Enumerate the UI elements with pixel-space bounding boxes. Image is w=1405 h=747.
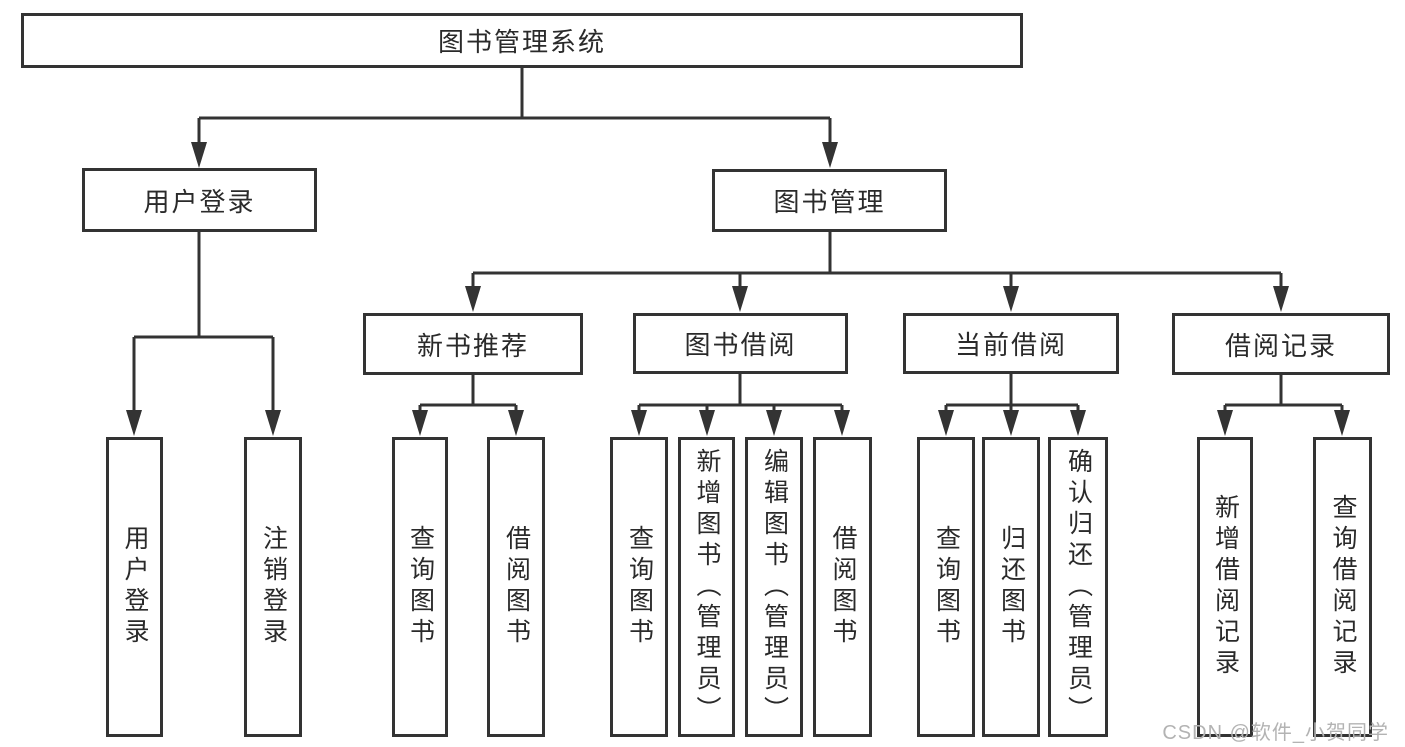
- arrow-down-icon: [732, 286, 748, 312]
- arrow-down-icon: [1273, 286, 1289, 312]
- arrow-down-icon: [938, 410, 954, 436]
- leaf-label: 编辑图书（管理员）: [760, 447, 789, 727]
- leaf-logout-login: 注销登录: [244, 437, 302, 737]
- arrowheads: [126, 142, 1350, 436]
- leaf-borrow-edit-books-admin: 编辑图书（管理员）: [745, 437, 803, 737]
- arrow-down-icon: [1003, 286, 1019, 312]
- leaf-borrow-query-books: 查询图书: [610, 437, 668, 737]
- leaf-label: 查询图书: [932, 525, 961, 649]
- arrow-down-icon: [265, 410, 281, 436]
- arrow-down-icon: [465, 286, 481, 312]
- leaf-user-login: 用户登录: [106, 437, 163, 737]
- node-label: 借阅记录: [1224, 330, 1337, 361]
- leaf-label: 查询借阅记录: [1329, 494, 1357, 680]
- leaf-label: 新增图书（管理员）: [693, 447, 721, 727]
- arrow-down-icon: [699, 410, 715, 436]
- node-label: 当前借阅: [954, 330, 1067, 360]
- node-root-system: 图书管理系统: [21, 13, 1023, 68]
- node-book-management: 图书管理: [712, 169, 947, 232]
- node-book-borrowing: 图书借阅: [633, 313, 848, 374]
- arrow-down-icon: [1217, 410, 1233, 436]
- leaf-label: 新增借阅记录: [1211, 494, 1240, 680]
- arrow-down-icon: [126, 410, 142, 436]
- leaf-newbook-query-books: 查询图书: [392, 437, 448, 737]
- node-current-borrowing: 当前借阅: [903, 313, 1119, 374]
- leaf-label: 查询图书: [625, 525, 654, 649]
- leaf-label: 借阅图书: [829, 525, 857, 649]
- arrow-down-icon: [1070, 410, 1086, 436]
- csdn-watermark: CSDN @软件_小贺同学: [1162, 722, 1389, 744]
- arrow-down-icon: [1003, 410, 1019, 436]
- arrow-down-icon: [508, 410, 524, 436]
- arrow-down-icon: [631, 410, 647, 436]
- node-label: 图书管理系统: [437, 27, 606, 57]
- arrow-down-icon: [191, 142, 207, 168]
- leaf-record-query-borrow-record: 查询借阅记录: [1313, 437, 1372, 737]
- leaf-label: 归还图书: [997, 525, 1026, 649]
- leaf-record-add-borrow-record: 新增借阅记录: [1197, 437, 1253, 737]
- leaf-label: 确认归还（管理员）: [1064, 447, 1093, 727]
- leaf-newbook-borrow-books: 借阅图书: [487, 437, 545, 737]
- leaf-borrow-add-books-admin: 新增图书（管理员）: [678, 437, 735, 737]
- leaf-label: 查询图书: [406, 525, 435, 649]
- arrow-down-icon: [766, 410, 782, 436]
- leaf-current-confirm-return-admin: 确认归还（管理员）: [1048, 437, 1108, 737]
- leaf-current-query-books: 查询图书: [917, 437, 975, 737]
- leaf-borrow-borrow-books: 借阅图书: [813, 437, 872, 737]
- node-label: 图书借阅: [684, 330, 797, 360]
- leaf-label: 注销登录: [259, 525, 288, 649]
- arrow-down-icon: [412, 410, 428, 436]
- node-user-login: 用户登录: [82, 168, 317, 232]
- leaf-current-return-books: 归还图书: [982, 437, 1040, 737]
- arrow-down-icon: [1334, 410, 1350, 436]
- node-new-book-recommend: 新书推荐: [363, 313, 583, 375]
- node-label: 新书推荐: [416, 330, 529, 361]
- node-label: 用户登录: [143, 186, 256, 217]
- arrow-down-icon: [834, 410, 850, 436]
- node-borrow-records: 借阅记录: [1172, 313, 1390, 375]
- leaf-label: 借阅图书: [502, 525, 531, 649]
- leaf-label: 用户登录: [121, 525, 149, 649]
- node-label: 图书管理: [773, 187, 886, 217]
- arrow-down-icon: [822, 142, 838, 168]
